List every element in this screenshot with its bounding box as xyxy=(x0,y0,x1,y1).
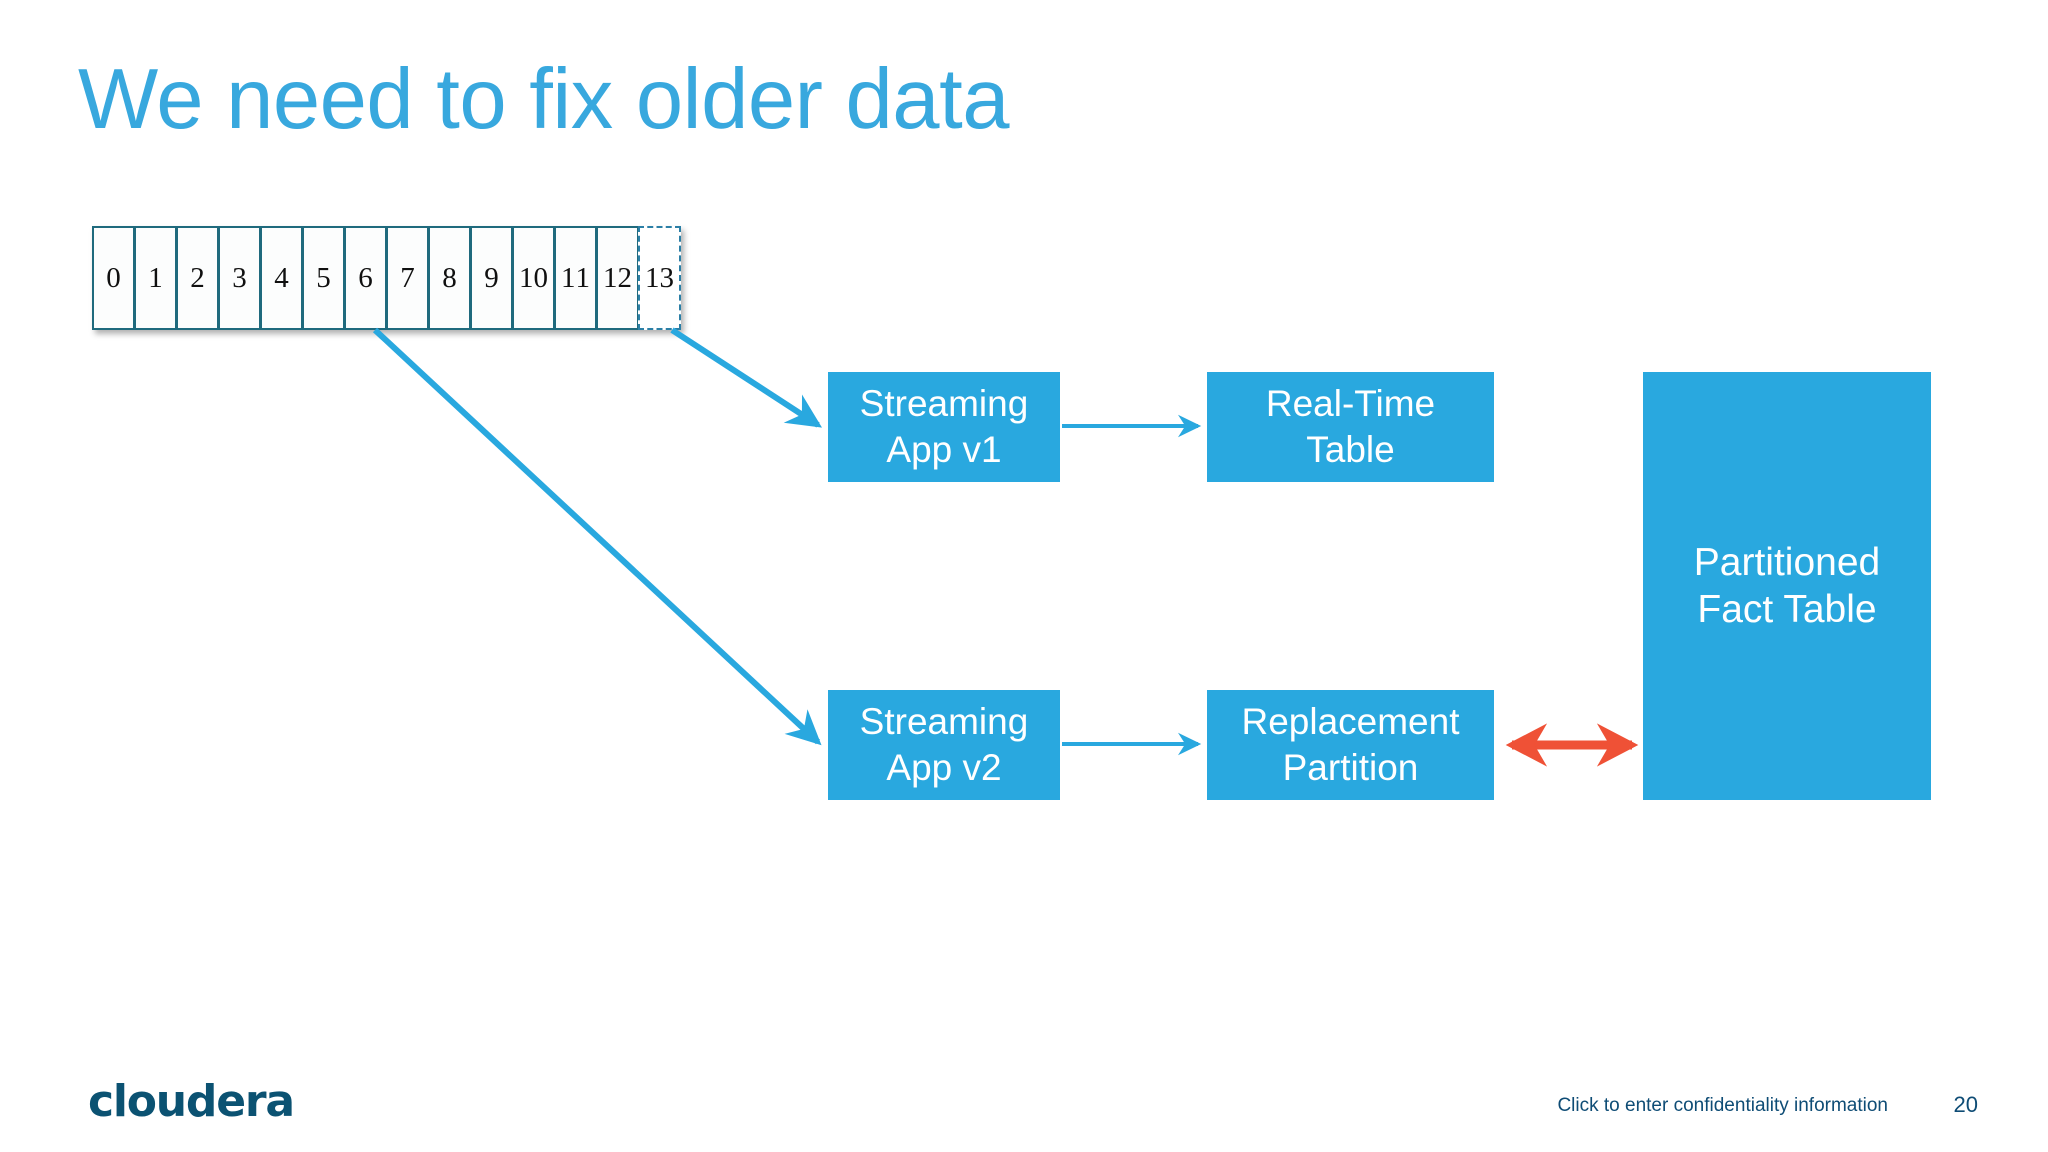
box-real-time-table-line1: Real-Time xyxy=(1265,383,1436,424)
partition-cell-digit: 9 xyxy=(484,261,499,294)
box-streaming-app-v1-line2: App v1 xyxy=(886,429,1002,470)
partition-cell-digit: 1 xyxy=(561,261,576,294)
connector-partition6-to-streaming-v2 xyxy=(372,327,822,746)
partition-cell-digit: 0 xyxy=(533,261,549,294)
partition-cell-2[interactable]: 2 xyxy=(176,226,219,330)
partition-cell-digit: 6 xyxy=(358,261,373,294)
partition-cell-digit: 1 xyxy=(148,261,163,294)
box-streaming-app-v2-line1: Streaming xyxy=(859,701,1029,742)
page-title: We need to fix older data xyxy=(78,52,1009,147)
partition-cell-digit: 1 xyxy=(519,261,534,294)
box-replacement-partition-line1: Replacement xyxy=(1241,701,1460,742)
box-real-time-table[interactable]: Real-Time Table xyxy=(1207,372,1494,482)
partition-cell-digit: 3 xyxy=(659,261,675,294)
footer-page-number: 20 xyxy=(1953,1092,1978,1117)
partition-cell-digit: 5 xyxy=(316,261,331,294)
partition-cell-6[interactable]: 6 xyxy=(344,226,387,330)
partition-cell-7[interactable]: 7 xyxy=(386,226,429,330)
box-partitioned-fact-table[interactable]: Partitioned Fact Table xyxy=(1643,372,1931,800)
partition-cell-digit: 2 xyxy=(190,261,205,294)
partition-cell-3[interactable]: 3 xyxy=(218,226,261,330)
partition-cell-digit: 7 xyxy=(400,261,415,294)
partition-cell-digit: 1 xyxy=(603,261,618,294)
partition-cell-1[interactable]: 1 xyxy=(134,226,177,330)
partition-cell-digit: 4 xyxy=(274,261,289,294)
cloudera-logo: cloudera xyxy=(88,1076,295,1127)
box-streaming-app-v1[interactable]: Streaming App v1 xyxy=(828,372,1060,482)
partition-cell-digit: 1 xyxy=(645,261,660,294)
partition-cell-4[interactable]: 4 xyxy=(260,226,303,330)
box-replacement-partition[interactable]: Replacement Partition xyxy=(1207,690,1494,800)
box-partitioned-fact-table-line1: Partitioned xyxy=(1693,541,1881,584)
box-streaming-app-v1-line1: Streaming xyxy=(859,383,1029,424)
partition-cell-digit: 1 xyxy=(575,261,591,294)
partition-cell-digit: 0 xyxy=(106,261,121,294)
box-streaming-app-v2[interactable]: Streaming App v2 xyxy=(828,690,1060,800)
box-partitioned-fact-table-line2: Fact Table xyxy=(1697,588,1877,631)
partition-cell-0[interactable]: 0 xyxy=(92,226,135,330)
connector-partition13-to-streaming-v1 xyxy=(670,327,823,428)
partition-cell-5[interactable]: 5 xyxy=(302,226,345,330)
partition-cell-digit: 8 xyxy=(442,261,457,294)
box-replacement-partition-line2: Partition xyxy=(1282,747,1419,788)
partition-cell-digit: 3 xyxy=(232,261,247,294)
box-streaming-app-v2-line2: App v2 xyxy=(886,747,1002,788)
box-real-time-table-line2: Table xyxy=(1306,429,1395,470)
footer-confidentiality-text[interactable]: Click to enter confidentiality informati… xyxy=(1557,1095,1888,1116)
partition-cell-9[interactable]: 9 xyxy=(470,226,513,330)
partition-cell-digit: 2 xyxy=(617,261,633,294)
partition-cell-8[interactable]: 8 xyxy=(428,226,471,330)
